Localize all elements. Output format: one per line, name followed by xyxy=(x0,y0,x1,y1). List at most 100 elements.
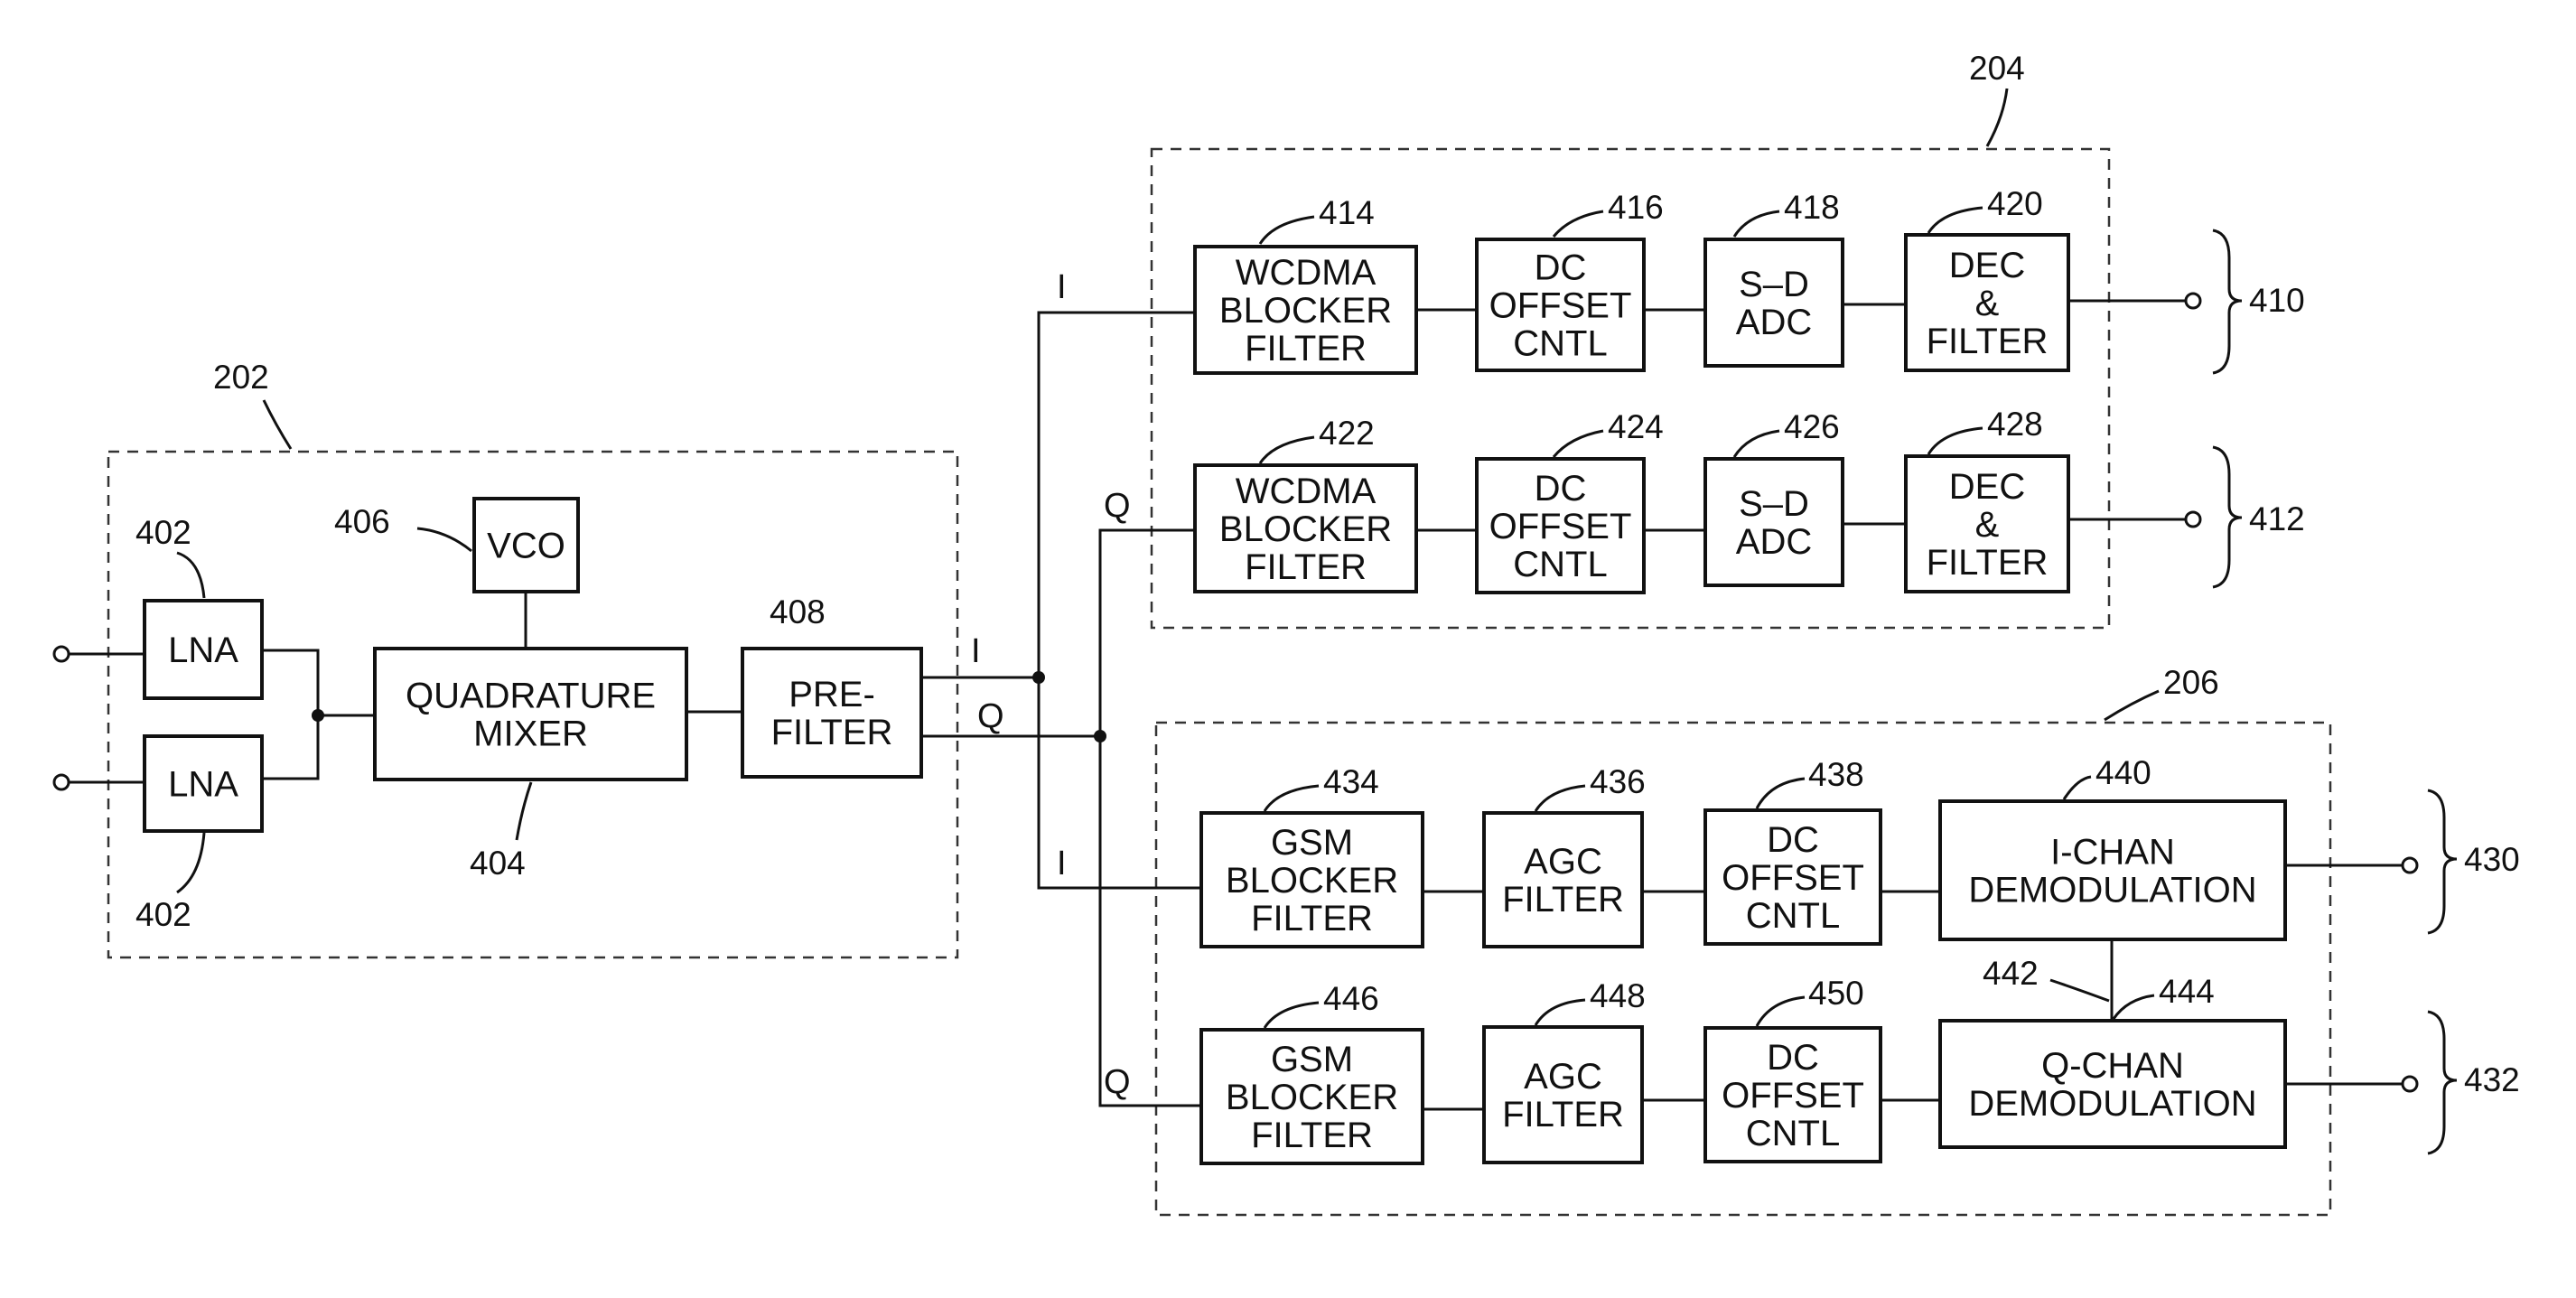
block-label-line: I-CHAN xyxy=(2050,833,2175,873)
ref-440: 440 xyxy=(2095,754,2151,791)
block-label-line: OFFSET xyxy=(1489,286,1632,326)
ref-leader xyxy=(1552,210,1604,238)
block-label-line: DEMODULATION xyxy=(1968,1084,2256,1124)
block-label-line: FILTER xyxy=(1245,329,1367,369)
leader-202 xyxy=(262,399,293,450)
block-label-line: FILTER xyxy=(771,713,893,752)
block-label-line: OFFSET xyxy=(1722,858,1864,898)
block-label-line: OFFSET xyxy=(1489,507,1632,546)
block-label-line: LNA xyxy=(168,765,238,805)
block-box xyxy=(1938,799,2287,941)
ref-leader xyxy=(416,527,472,553)
wcdma-path-group xyxy=(1150,147,2111,630)
block-box xyxy=(143,734,264,833)
block-label-line: FILTER xyxy=(1251,1116,1373,1155)
wire-i-bus xyxy=(1037,311,1201,890)
signal-q-gsm: Q xyxy=(1104,1063,1131,1101)
block-label-line: FILTER xyxy=(1502,1095,1624,1135)
block-label-line: WCDMA xyxy=(1236,253,1377,293)
signal-i-wcdma: I xyxy=(1057,268,1067,306)
leader-206 xyxy=(2104,689,2160,722)
block-label-line: DC xyxy=(1767,1038,1819,1078)
leader-204 xyxy=(1985,88,2009,147)
ref-446: 446 xyxy=(1323,980,1379,1017)
blocks-layer: LNA402LNA402VCO406QUADRATUREMIXER404PRE-… xyxy=(135,185,2287,1165)
block-box xyxy=(143,599,264,700)
ref-leader xyxy=(1263,784,1320,812)
block-label-line: OFFSET xyxy=(1722,1076,1864,1116)
brace-410 xyxy=(2212,229,2243,375)
ref-442: 442 xyxy=(1983,955,2039,992)
ref-444: 444 xyxy=(2159,973,2215,1010)
ref-410: 410 xyxy=(2249,282,2305,319)
ref-438: 438 xyxy=(1808,756,1864,793)
block-label-line: & xyxy=(1975,284,2000,323)
ref-leader xyxy=(1732,429,1780,458)
block-box xyxy=(1193,245,1418,375)
block-label-line: S–D xyxy=(1739,265,1809,304)
ref-202: 202 xyxy=(213,359,269,396)
block-box xyxy=(1703,1026,1882,1163)
block-label-line: AGC xyxy=(1524,1057,1602,1097)
block-box xyxy=(741,647,923,779)
ref-422: 422 xyxy=(1319,415,1375,452)
block-label-line: & xyxy=(1975,505,2000,545)
block-label-line: Q-CHAN xyxy=(2041,1046,2184,1086)
block-label-line: CNTL xyxy=(1513,545,1607,584)
block-label-line: DEMODULATION xyxy=(1968,871,2256,910)
block-label-line: CNTL xyxy=(1746,896,1840,936)
block-label-line: PRE- xyxy=(789,675,875,714)
block-label-line: ADC xyxy=(1736,522,1812,562)
block-label-line: FILTER xyxy=(1927,543,2049,583)
ref-434: 434 xyxy=(1323,763,1379,800)
ref-450: 450 xyxy=(1808,975,1864,1012)
block-box xyxy=(1482,1025,1644,1164)
block-box xyxy=(373,647,688,781)
ref-436: 436 xyxy=(1590,763,1646,800)
signal-i-prefilter: I xyxy=(971,632,981,670)
signal-q-prefilter: Q xyxy=(977,697,1004,735)
ref-404: 404 xyxy=(470,845,526,882)
output-terminal-430 xyxy=(2401,856,2419,874)
ref-leader xyxy=(1755,777,1806,809)
signal-i-gsm: I xyxy=(1057,845,1067,882)
wire-lna-combine xyxy=(262,649,320,780)
block-label-line: ADC xyxy=(1736,303,1812,342)
block-label-line: VCO xyxy=(487,527,565,566)
ref-418: 418 xyxy=(1784,189,1840,226)
block-label-line: LNA xyxy=(168,630,238,670)
block-label-line: BLOCKER xyxy=(1219,509,1392,549)
ref-420: 420 xyxy=(1987,185,2043,222)
ref-430: 430 xyxy=(2464,841,2520,878)
block-label-line: GSM xyxy=(1271,1040,1353,1079)
block-label-line: DC xyxy=(1767,820,1819,860)
ref-412: 412 xyxy=(2249,500,2305,537)
ref-leader xyxy=(1552,429,1604,458)
brace-412 xyxy=(2212,445,2243,589)
ref-leader xyxy=(1732,210,1780,238)
block-label-line: S–D xyxy=(1739,484,1809,524)
ref-204: 204 xyxy=(1969,50,2025,87)
block-box xyxy=(1482,811,1644,948)
output-terminal-410 xyxy=(2184,292,2202,310)
output-terminal-412 xyxy=(2184,510,2202,528)
ref-leader xyxy=(1927,426,1983,455)
ref-leader xyxy=(1534,998,1586,1026)
ref-206: 206 xyxy=(2163,664,2219,701)
brace-430 xyxy=(2427,789,2458,935)
block-label-line: GSM xyxy=(1271,823,1353,863)
block-box xyxy=(1193,463,1418,593)
